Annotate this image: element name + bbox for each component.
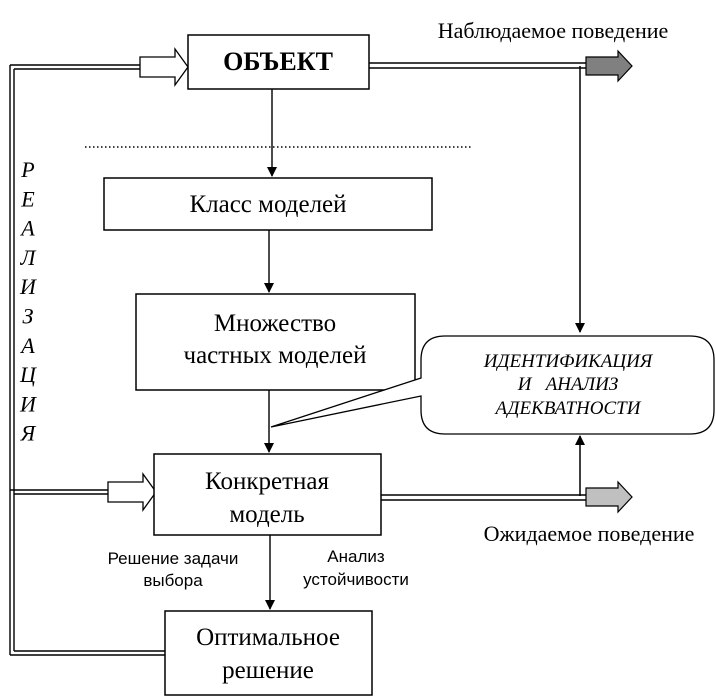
expected-behavior-output [381, 480, 633, 514]
realization-letter: И [19, 274, 37, 299]
realization-letter: Р [20, 157, 34, 182]
choice-task-label-line1: Решение задачи [108, 549, 239, 568]
realization-feedback-line [9, 64, 165, 656]
choice-task-label-line2: выбора [143, 571, 203, 590]
realization-letter: Ц [19, 362, 37, 387]
identification-callout: ИДЕНТИФИКАЦИЯ И АНАЛИЗ АДЕКВАТНОСТИ [270, 335, 715, 435]
realization-letter: А [19, 333, 35, 358]
input-arrow-object [139, 46, 189, 88]
optimal-solution-label-line1: Оптимальное [196, 624, 340, 651]
stability-label-line1: Анализ [327, 547, 385, 566]
partial-models-label-line1: Множество [214, 310, 336, 337]
partial-models-label-line2: частных моделей [184, 342, 367, 369]
identification-line3: АДЕКВАТНОСТИ [494, 398, 642, 419]
model-class-box: Класс моделей [103, 177, 433, 231]
model-class-label: Класс моделей [189, 191, 346, 218]
observed-behavior-output [369, 49, 633, 83]
partial-models-box: Множество частных моделей [135, 293, 416, 391]
realization-letter: Е [20, 186, 35, 211]
realization-letter: З [23, 304, 34, 329]
identification-line2: И АНАЛИЗ [517, 374, 619, 395]
expected-behavior-label: Ожидаемое поведение [484, 521, 695, 546]
object-box-label: ОБЪЕКТ [223, 47, 333, 76]
concrete-model-label-line1: Конкретная [205, 468, 329, 495]
realization-letter: А [19, 216, 35, 241]
observed-behavior-label: Наблюдаемое поведение [438, 18, 669, 43]
realization-letter: И [19, 391, 37, 416]
identification-line1: ИДЕНТИФИКАЦИЯ [483, 351, 654, 372]
optimal-solution-box: Оптимальное решение [164, 610, 373, 696]
input-arrow-concrete-model [107, 471, 157, 513]
concrete-model-box: Конкретная модель [153, 453, 382, 536]
realization-letter: Я [20, 421, 37, 446]
realization-letter: Л [20, 245, 37, 270]
stability-label-line2: устойчивости [303, 570, 409, 589]
optimal-solution-label-line2: решение [222, 657, 314, 684]
concrete-model-label-line2: модель [229, 501, 304, 528]
object-box: ОБЪЕКТ [187, 34, 370, 90]
